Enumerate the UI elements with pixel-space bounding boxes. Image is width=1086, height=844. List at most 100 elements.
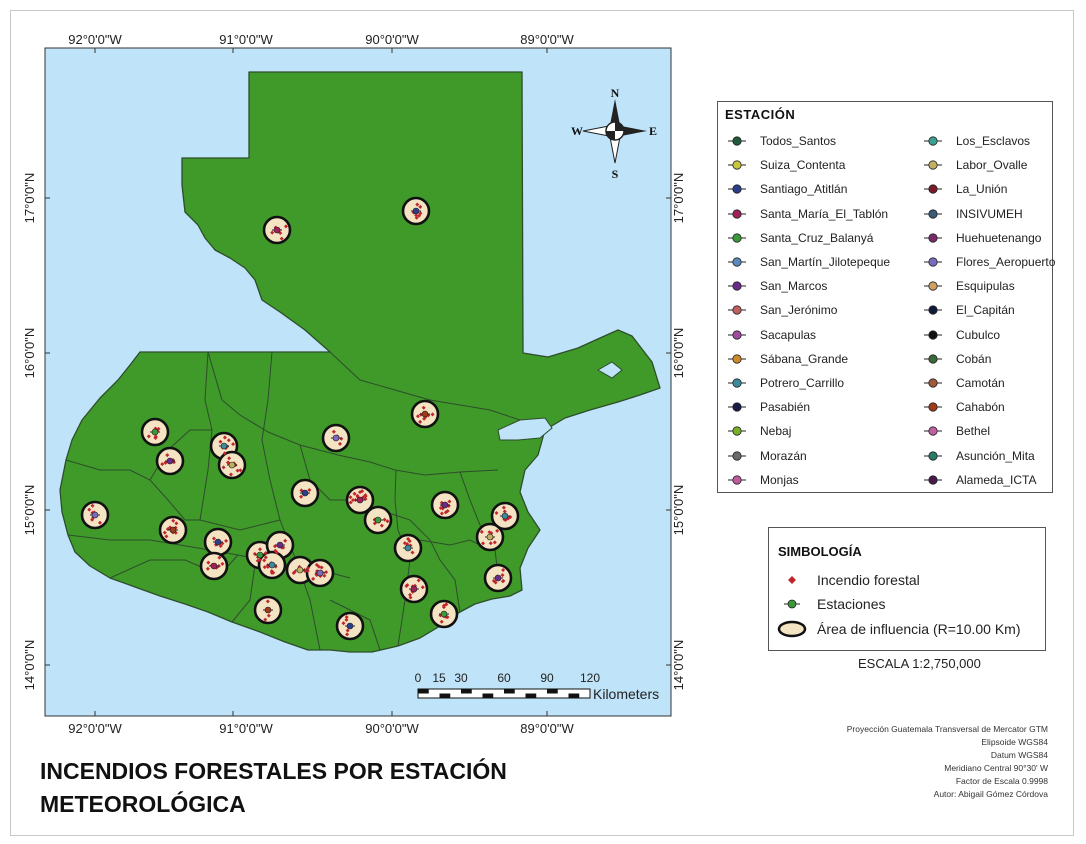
fire-point	[265, 599, 270, 604]
legend-item-label: Huehuetenango	[956, 230, 1042, 245]
legend-item: Flores_Aeropuerto	[922, 250, 1055, 274]
fire-point	[283, 538, 288, 543]
fire-point	[350, 498, 355, 503]
fire-point	[87, 507, 92, 512]
grid-top-label-3: 90°0'0"W	[365, 32, 419, 47]
scale-tick-90: 90	[540, 671, 554, 685]
station-marker-icon	[924, 329, 942, 340]
fire-point	[90, 517, 95, 522]
fire-point	[171, 518, 176, 523]
department-boundaries	[65, 351, 521, 651]
fire-point-icon	[788, 576, 796, 584]
station-marker-icon	[728, 184, 746, 195]
station-point-icon	[784, 599, 800, 609]
fire-point	[279, 236, 284, 241]
station-point	[346, 622, 354, 630]
grid-top-label-2: 91°0'0"W	[219, 32, 273, 47]
station-point	[166, 457, 174, 465]
fire-point	[258, 547, 263, 552]
symbology-buffer-label: Área de influencia (R=10.00 Km)	[817, 621, 1021, 637]
grid-left-label-4: 14°0'0"N	[22, 640, 37, 691]
fire-point	[165, 453, 170, 458]
legend-item: El_Capitán	[922, 298, 1055, 322]
fire-point	[235, 468, 240, 473]
fire-point	[222, 451, 227, 456]
grid-bottom-label-3: 90°0'0"W	[365, 721, 419, 736]
legend-item: Sábana_Grande	[726, 347, 890, 371]
fire-point	[220, 541, 225, 546]
grid-right-label-2: 16°0'0"N	[671, 328, 686, 379]
fire-point	[162, 530, 167, 535]
grid-bottom-label-2: 91°0'0"W	[219, 721, 273, 736]
fire-point	[257, 557, 262, 562]
fire-point	[337, 441, 342, 446]
credit-scale-factor: Factor de Escala 0.9998	[955, 776, 1048, 786]
station-point	[486, 533, 494, 541]
station-point	[412, 207, 420, 215]
station-marker-icon	[728, 257, 746, 267]
fire-point	[379, 523, 384, 528]
fire-point	[299, 494, 304, 499]
scale-tick-15: 15	[432, 671, 446, 685]
symbology-fire: Incendio forestal	[777, 572, 920, 588]
fire-point	[420, 585, 425, 590]
station-point	[91, 511, 99, 519]
station-point	[501, 512, 509, 520]
legend-item-label: Asunción_Mita	[956, 448, 1035, 463]
station-point	[440, 610, 448, 618]
fire-point	[226, 460, 231, 465]
grid-left-label-1: 17°0'0"N	[22, 173, 37, 224]
legend-item-label: Alameda_ICTA	[956, 472, 1037, 487]
station-marker-icon	[728, 426, 746, 436]
station-point	[210, 562, 218, 570]
fire-point	[238, 468, 243, 473]
fire-point	[345, 632, 350, 637]
station-marker-icon	[924, 305, 942, 316]
legend-item: Sacapulas	[726, 323, 890, 347]
fire-point	[226, 438, 231, 443]
fire-point	[501, 567, 506, 572]
scalebar-segment	[439, 693, 451, 698]
legend-title: ESTACIÓN	[725, 107, 796, 122]
fire-point	[439, 619, 444, 624]
fire-point	[501, 578, 506, 583]
legend-item: San_Martín_Jilotepeque	[726, 250, 890, 274]
legend-item-label: Labor_Ovalle	[956, 158, 1028, 173]
east-label: E	[649, 124, 657, 138]
station-marker-icon	[728, 450, 746, 461]
graticule-ticks	[45, 48, 671, 716]
fire-point	[445, 509, 450, 514]
station-marker-icon	[728, 136, 746, 146]
station-point	[374, 516, 382, 524]
station-marker-icon	[924, 475, 942, 485]
legend-item-label: La_Unión	[956, 182, 1008, 197]
fire-point	[492, 540, 497, 545]
station-marker-icon	[924, 378, 942, 388]
fire-point	[418, 419, 423, 424]
credit-meridian: Meridiano Central 90°30' W	[944, 763, 1048, 773]
fire-point	[174, 521, 179, 526]
fire-point	[439, 511, 444, 516]
fire-point	[271, 570, 276, 575]
station-point	[169, 526, 177, 534]
station-marker-icon	[924, 160, 942, 170]
legend-item-label: Sábana_Grande	[760, 351, 849, 366]
station-point	[296, 566, 304, 574]
legend-item: Nebaj	[726, 419, 890, 443]
credit-projection: Proyección Guatemala Transversal de Merc…	[846, 724, 1048, 734]
fire-point	[291, 571, 296, 576]
legend-item-label: Potrero_Carrillo	[760, 375, 845, 390]
fire-point	[218, 439, 223, 444]
legend-item-label: Bethel	[956, 424, 991, 439]
fire-point	[415, 414, 420, 419]
legend-item-label: Suiza_Contenta	[760, 158, 846, 173]
fire-point	[263, 555, 268, 560]
station-point	[494, 574, 502, 582]
legend-item: Bethel	[922, 419, 1055, 443]
station-marker-icon	[728, 329, 746, 340]
fire-point	[418, 204, 423, 209]
legend-item-label: Morazán	[760, 448, 807, 463]
fire-point	[382, 517, 387, 522]
fire-point	[345, 628, 350, 633]
